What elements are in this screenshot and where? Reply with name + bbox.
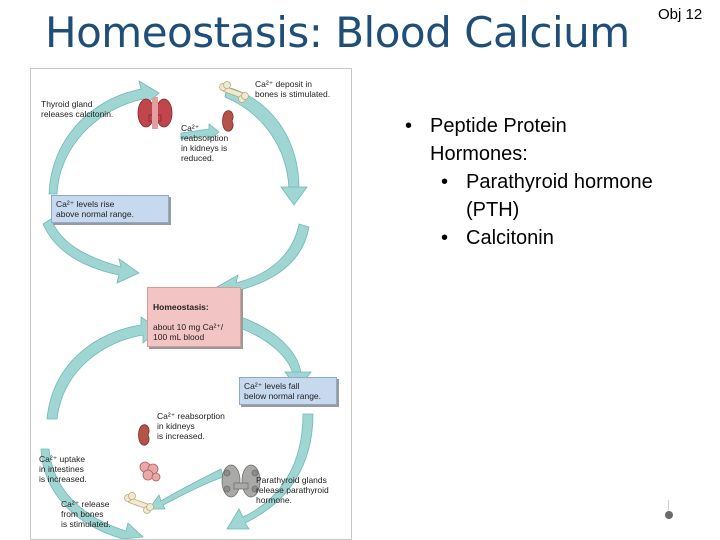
arrow-left-down [42,218,140,284]
thyroid-gland-icon [137,97,173,129]
bullet-peptide-hormones: Peptide Protein Hormones: [405,112,665,168]
label-reabsorption-reduced: Ca²⁺ reabsorption in kidneys is reduced. [181,123,229,163]
calcium-homeostasis-diagram: Thyroid gland releases calcitonin. Ca²⁺ … [30,68,352,540]
label-deposit: Ca²⁺ deposit in bones is stimulated. [255,79,331,99]
arrow-bottom-right-return [226,413,314,530]
label-parathyroid: Parathyroid glands release parathyroid h… [256,475,329,505]
arrow-top-left [48,80,160,195]
cycle-arrows [40,80,314,539]
arrow-bottom-right-down [236,316,302,375]
kidney-icon-top [222,110,234,132]
parathyroid-glands-icon [221,464,261,498]
bullet-calcitonin: Calcitonin [405,224,665,252]
arrow-bottom-left-return [40,448,144,539]
diagram-graphics [40,80,314,539]
homeostasis-title: Homeostasis: [153,302,209,312]
box-homeostasis: Homeostasis: about 10 mg Ca²⁺/ 100 mL bl… [147,287,241,347]
objective-label: Obj 12 [658,6,703,23]
box-levels-fall: Ca²⁺ levels fall below normal range. [239,377,337,405]
slide-title: Homeostasis: Blood Calcium [45,8,630,57]
bullet-pth: Parathyroid hormone (PTH) [405,168,665,224]
bone-icon-bottom [124,492,154,514]
arrow-top-right-head [280,186,308,206]
arrow-top-right [224,86,300,190]
bone-icon-top [219,81,249,103]
label-uptake: Ca²⁺ uptake in intestines is increased. [39,454,87,484]
decorative-dot [665,511,673,519]
arrow-bottom-left-up [46,316,160,420]
label-reabsorption-increased: Ca²⁺ reabsorption in kidneys is increase… [157,411,225,441]
intestines-icon [139,461,161,482]
bullet-list: Peptide Protein Hormones: Parathyroid ho… [405,112,665,252]
box-levels-rise: Ca²⁺ levels rise above normal range. [51,195,169,223]
arrow-thyroid-to-kidney [180,123,220,141]
decorative-line [668,500,669,512]
arrow-parathyroid-release [148,468,224,510]
kidney-icon-bottom [138,424,150,446]
homeostasis-body: about 10 mg Ca²⁺/ 100 mL blood [153,322,224,342]
label-release: Ca²⁺ release from bones is stimulated. [61,499,111,529]
label-thyroid: Thyroid gland releases calcitonin. [41,99,114,119]
